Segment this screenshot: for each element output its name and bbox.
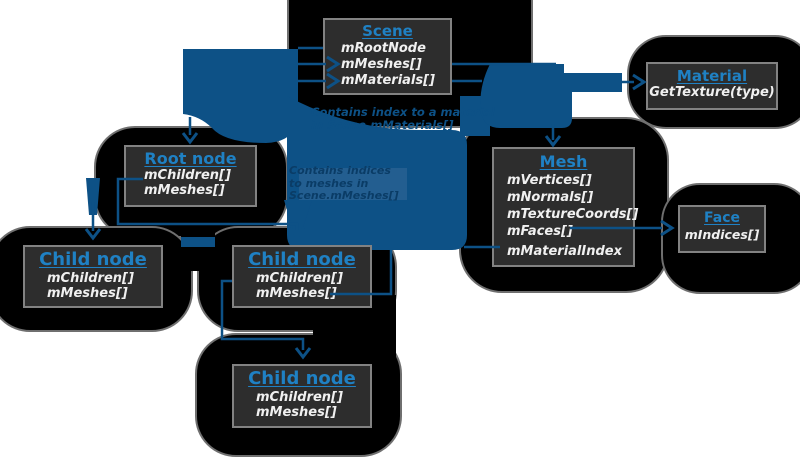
child-node-2-box: Child node mChildren[] mMeshes[] <box>232 245 372 308</box>
root-node-title: Root node <box>144 149 237 168</box>
face-box: Face mIndices[] <box>678 205 766 253</box>
member-row: mMeshes[] <box>256 286 337 301</box>
scene-title: Scene <box>362 22 413 40</box>
annotation-line: Scene.mMeshes[] <box>289 189 399 202</box>
member-row: mChildren[] <box>256 271 343 286</box>
wedge-rootnode-to-child1 <box>86 178 100 215</box>
member-row: mMeshes[] <box>341 57 422 72</box>
face-title: Face <box>704 210 740 226</box>
member-row: mChildren[] <box>256 390 343 405</box>
root-child2-bridge <box>181 231 215 271</box>
member-row: mMeshes[] <box>144 183 225 198</box>
member-row: GetTexture(type) <box>649 85 775 100</box>
chevron-into-mesh-icon <box>544 135 562 148</box>
mesh-box: Mesh mVertices[] mNormals[] mTextureCoor… <box>492 147 639 267</box>
member-row: mChildren[] <box>144 168 231 183</box>
annotation-mesh-indices: Contains indices to meshes in Scene.mMes… <box>289 164 399 203</box>
member-row: mFaces[] <box>507 224 573 239</box>
child-node-1-box: Child node mChildren[] mMeshes[] <box>23 245 163 308</box>
member-row: mNormals[] <box>507 190 594 205</box>
root-node-box: Root node mChildren[] mMeshes[] <box>124 145 257 207</box>
child-node-title: Child node <box>248 249 356 270</box>
chevron-into-face-icon <box>660 219 675 237</box>
member-row: mMeshes[] <box>256 405 337 420</box>
member-row: mMaterials[] <box>341 73 436 88</box>
child-node-title: Child node <box>248 368 356 389</box>
member-row: mIndices[] <box>684 227 760 242</box>
band-scene-to-material-and-mesh <box>480 64 622 128</box>
material-title: Material <box>676 67 748 85</box>
annotation-material-index: Contains index to a material in Scene.mM… <box>311 106 495 132</box>
band-scene-to-rootnode <box>183 49 298 143</box>
chevron-into-material-icon <box>632 73 647 91</box>
member-row: mVertices[] <box>507 173 592 188</box>
chevron-into-child1-icon <box>84 228 102 241</box>
member-row: mRootNode <box>341 41 426 56</box>
member-row: mMaterialIndex <box>507 244 622 259</box>
scene-box: Scene mRootNode mMeshes[] mMaterials[] <box>323 18 452 95</box>
annotation-line: Contains indices <box>289 164 391 177</box>
chevron-into-child2-icon <box>288 227 306 240</box>
mesh-title: Mesh <box>539 152 588 171</box>
chevron-into-rootnode-icon <box>181 132 199 145</box>
wedge-band-to-child2 <box>284 200 312 230</box>
child-node-title: Child node <box>39 249 147 270</box>
member-row: mTextureCoords[] <box>507 207 639 222</box>
annotation-line: in Scene.mMaterials[] <box>311 118 454 132</box>
chevron-into-child3-icon <box>294 347 312 360</box>
member-row: mMeshes[] <box>47 286 128 301</box>
rootblob-child2blob-blue-bar <box>181 237 215 247</box>
material-box: Material GetTexture(type) <box>646 62 778 110</box>
member-row: mChildren[] <box>47 271 134 286</box>
child-node-3-box: Child node mChildren[] mMeshes[] <box>232 364 372 428</box>
